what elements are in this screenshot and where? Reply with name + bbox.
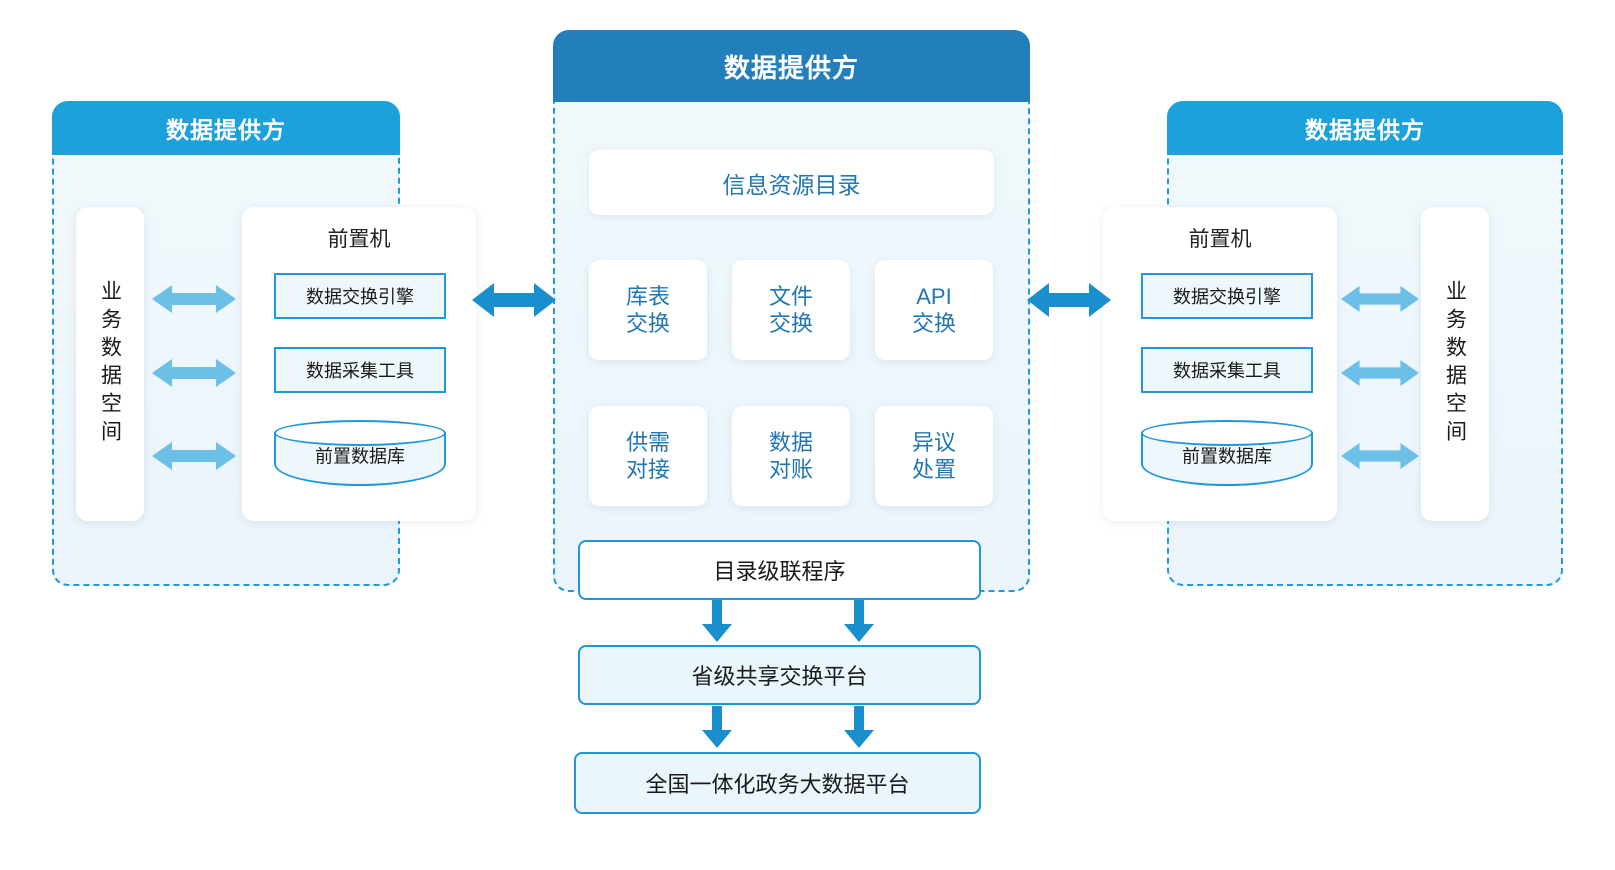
information-resource-catalog-card[interactable]: 信息资源目录 [589,150,994,215]
left-panel-header: 数据提供方 [52,101,400,155]
grid-card-file-exchange-line2: 交换 [768,311,813,336]
grid-card-api-exchange-line2: 交换 [911,311,956,336]
right-data-exchange-engine-box[interactable]: 数据交换引擎 [1141,273,1313,319]
grid-card-supply-demand-docking-line2: 对接 [625,457,670,482]
right-arrow-engine-icon [1341,286,1419,312]
grid-card-supply-demand-docking-line1: 供需 [625,429,670,455]
grid-card-data-reconciliation[interactable]: 数据 对账 [732,406,850,506]
left-front-end-machine-title: 前置机 [327,228,391,251]
left-arrow-database-icon [152,442,236,470]
grid-card-db-table-exchange[interactable]: 库表 交换 [589,260,707,360]
flow-box-catalog-cascade-program[interactable]: 目录级联程序 [578,540,981,600]
flow-box-provincial-exchange-platform[interactable]: 省级共享交换平台 [578,645,981,705]
grid-card-file-exchange[interactable]: 文件 交换 [732,260,850,360]
grid-card-dispute-handling-line2: 处置 [911,457,956,482]
grid-card-api-exchange-line1: API [916,283,952,309]
left-center-connector-arrow-icon [472,283,556,317]
grid-card-db-table-exchange-line1: 库表 [625,283,670,309]
center-panel-header: 数据提供方 [553,30,1030,102]
flow-arrow-down-1-right-icon [844,600,874,642]
right-arrow-collection-icon [1341,360,1419,386]
right-panel-title: 数据提供方 [1305,117,1425,143]
grid-card-api-exchange[interactable]: API 交换 [875,260,993,360]
grid-card-data-reconciliation-line1: 数据 [768,429,813,455]
right-front-end-machine-card: 前置机 数据交换引擎 数据采集工具 前置数据库 [1103,207,1337,521]
right-panel-header: 数据提供方 [1167,101,1563,155]
left-arrow-engine-icon [152,285,236,313]
grid-card-data-reconciliation-line2: 对账 [768,457,813,482]
right-data-collection-tool-box[interactable]: 数据采集工具 [1141,347,1313,393]
right-business-data-space[interactable]: 业务数据空间 [1421,207,1489,521]
left-data-collection-tool-box[interactable]: 数据采集工具 [274,347,446,393]
grid-card-supply-demand-docking[interactable]: 供需 对接 [589,406,707,506]
grid-card-dispute-handling[interactable]: 异议 处置 [875,406,993,506]
grid-card-dispute-handling-line1: 异议 [911,429,956,455]
left-business-data-space-label: 业务数据空间 [98,280,122,448]
left-panel-title: 数据提供方 [166,117,286,143]
right-arrow-database-icon [1341,443,1419,469]
right-front-end-machine-title: 前置机 [1188,228,1252,251]
left-arrow-collection-icon [152,359,236,387]
flow-box-national-big-data-platform[interactable]: 全国一体化政务大数据平台 [574,752,981,814]
right-database-label: 前置数据库 [1182,446,1272,467]
flow-arrow-down-2-left-icon [702,706,732,748]
left-database-label: 前置数据库 [315,446,405,467]
grid-card-db-table-exchange-line2: 交换 [625,311,670,336]
left-front-end-database[interactable]: 前置数据库 [274,420,446,486]
right-business-data-space-label: 业务数据空间 [1443,280,1467,448]
left-front-end-machine-card: 前置机 数据交换引擎 数据采集工具 前置数据库 [242,207,476,521]
center-right-connector-arrow-icon [1027,283,1111,317]
flow-arrow-down-1-left-icon [702,600,732,642]
grid-card-file-exchange-line1: 文件 [768,283,813,309]
left-business-data-space[interactable]: 业务数据空间 [76,207,144,521]
center-panel-title: 数据提供方 [723,52,859,83]
right-front-end-database[interactable]: 前置数据库 [1141,420,1313,486]
left-data-exchange-engine-box[interactable]: 数据交换引擎 [274,273,446,319]
right-database-top-ellipse [1141,420,1313,446]
flow-arrow-down-2-right-icon [844,706,874,748]
left-database-top-ellipse [274,420,446,446]
